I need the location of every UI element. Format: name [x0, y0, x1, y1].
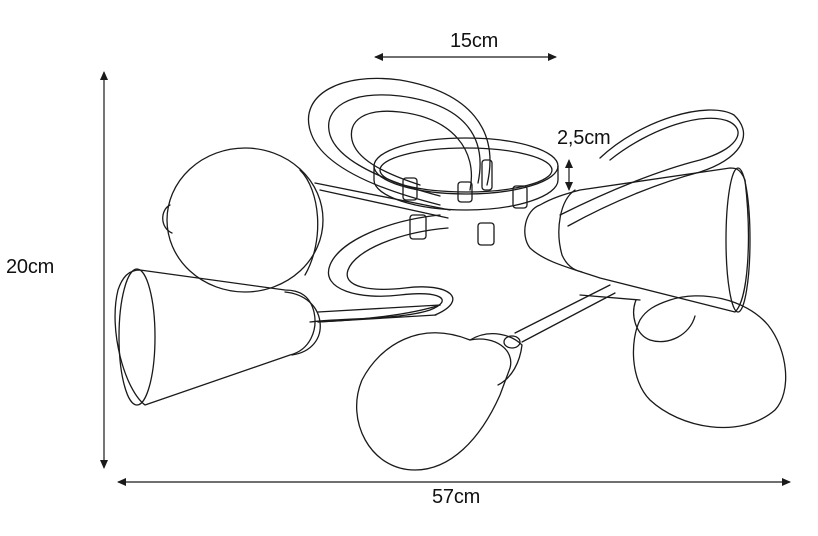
lamp-shade-right-rear: [632, 295, 787, 429]
canopy-plate-top: [373, 137, 559, 195]
canopy-post-2: [457, 181, 473, 203]
rod-left: [314, 182, 451, 219]
canopy-post-5: [477, 222, 495, 246]
swirl-arm-inner-top: [350, 110, 472, 191]
canopy-post-3: [512, 185, 528, 209]
dimension-label-top-width: 15cm: [450, 30, 499, 52]
lamp-shade-left: [114, 269, 316, 406]
lamp-shade-right-front-mouth: [725, 167, 751, 313]
swirl-arm-right: [559, 109, 745, 227]
lamp-shade-right-front-socket: [558, 189, 583, 273]
swirl-arm-left: [309, 214, 454, 323]
lamp-shade-right-front: [524, 167, 750, 313]
lamp-shade-front-socket: [469, 333, 523, 386]
lamp-shade-left-mouth: [118, 268, 156, 406]
canopy-plate-rim: [373, 165, 559, 211]
rod-lower-left: [317, 304, 441, 323]
canopy-plate-inner: [379, 147, 553, 193]
dimension-label-canopy-depth: 2,5cm: [557, 127, 611, 149]
canopy-post-6: [481, 159, 493, 191]
lamp-globe-upper-left-edge: [299, 169, 319, 276]
rod-front: [514, 284, 616, 343]
lamp-shade-left-socket: [284, 291, 321, 356]
rod-front-right: [579, 294, 641, 301]
lamp-globe-upper-left: [166, 147, 324, 293]
canopy-post-1: [402, 177, 418, 201]
swirl-arm-top: [307, 77, 491, 206]
lamp-shade-front: [356, 332, 512, 471]
lamp-shade-front-cap: [503, 335, 521, 349]
canopy-post-4: [409, 214, 427, 240]
dimension-label-height: 20cm: [6, 256, 55, 278]
lamp-globe-upper-left-holder: [162, 204, 173, 234]
lamp-shade-right-rear-socket: [633, 299, 696, 343]
dimension-label-width: 57cm: [432, 486, 481, 508]
